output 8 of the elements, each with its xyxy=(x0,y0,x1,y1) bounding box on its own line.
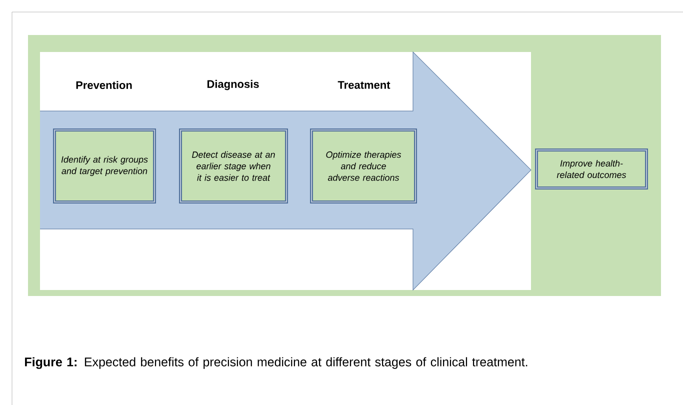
outcome-box: Optimize therapies and reduce adverse reactions xyxy=(310,128,417,204)
outcome-box: Improve health-related outcomes xyxy=(535,148,648,190)
outcome-box: Identify at risk groups and target prevention xyxy=(53,128,156,204)
figure-caption: Figure 1: Expected benefits of precision medicine at different stages of clinical treatment. xyxy=(25,357,528,369)
stage-heading: Diagnosis xyxy=(207,80,259,90)
stage-heading: Treatment xyxy=(338,81,390,89)
stage-heading: Prevention xyxy=(76,80,132,90)
outcome-box: Detect disease at an earlier stage when it is easier to treat xyxy=(179,128,288,204)
